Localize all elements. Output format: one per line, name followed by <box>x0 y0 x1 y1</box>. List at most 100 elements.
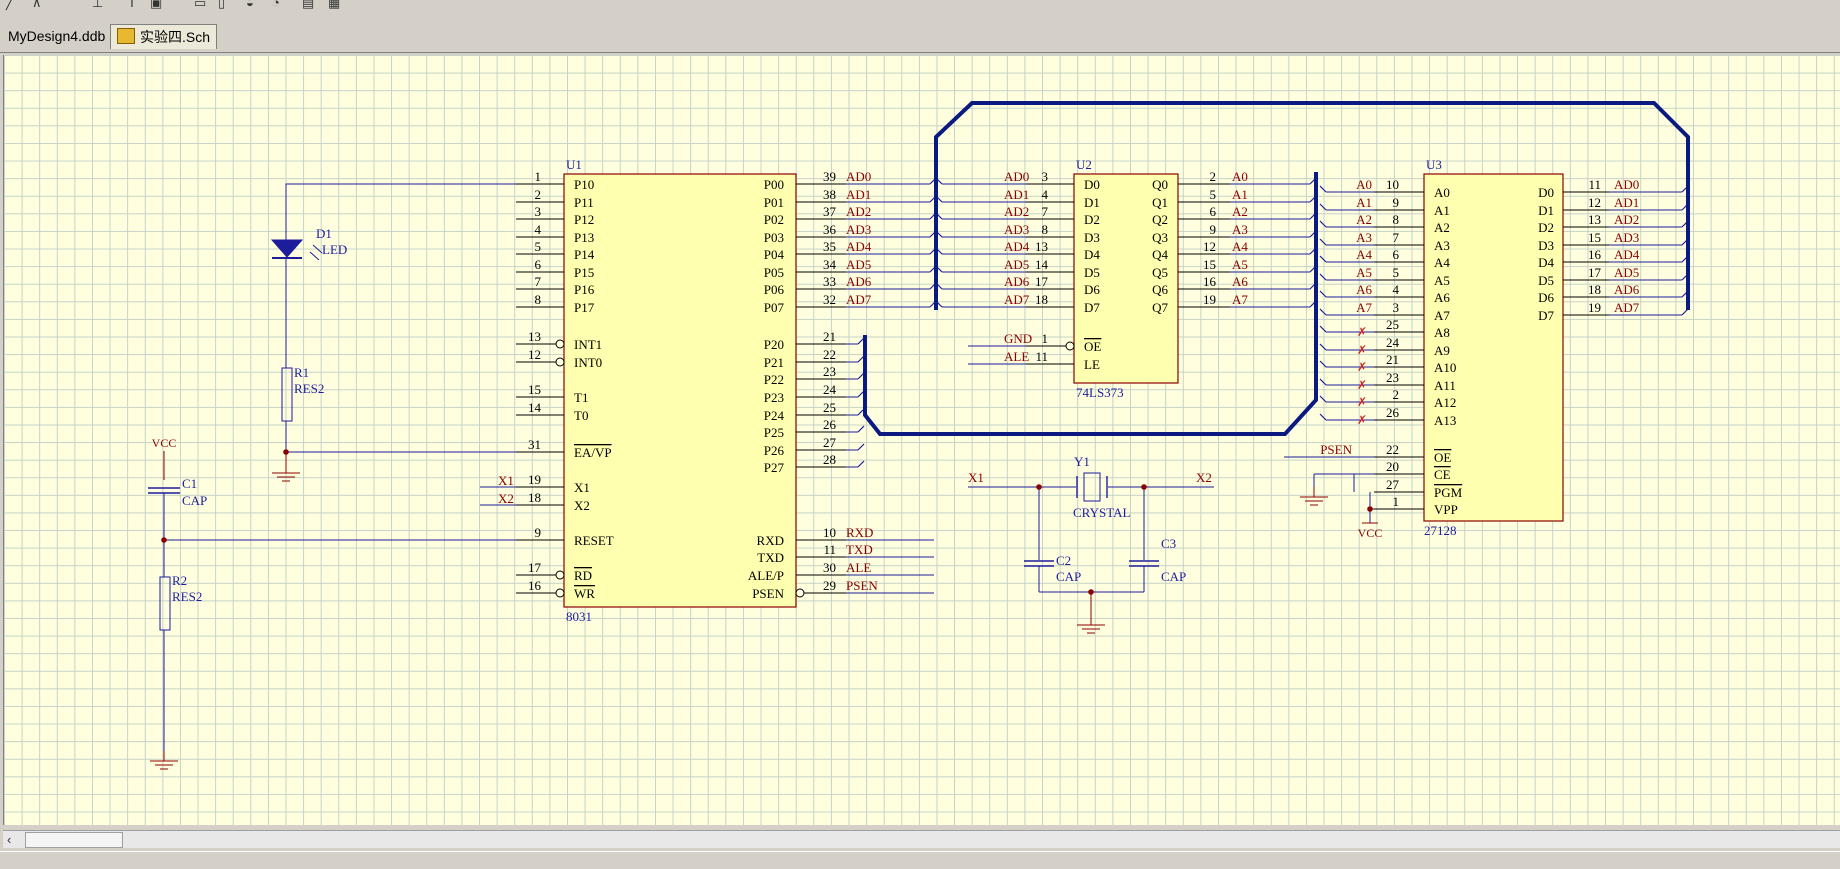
u3-pin-number: 18 <box>1588 282 1601 297</box>
tab-schematic[interactable]: 实验四.Sch <box>110 24 218 49</box>
u2-pin-number: 1 <box>1042 331 1049 346</box>
u2-pin-number: 17 <box>1035 274 1049 289</box>
net-label-icon[interactable]: ⊥ <box>92 0 104 10</box>
u1-pin-name: P10 <box>574 177 594 192</box>
c1-value: CAP <box>182 493 207 508</box>
u1-pin-number: 13 <box>528 329 541 344</box>
u2-net-label: AD6 <box>1004 274 1030 289</box>
u3-pin-number: 4 <box>1393 282 1400 297</box>
u1-pin-number: 2 <box>535 187 542 202</box>
bus-entry <box>1319 255 1327 263</box>
u3-pin-name: A0 <box>1434 185 1450 200</box>
u1-pin-number: 31 <box>528 437 541 452</box>
bus-entry <box>1319 273 1327 281</box>
u3-pin-name: A5 <box>1434 273 1450 288</box>
u2-pin-name: Q7 <box>1152 300 1168 315</box>
led-arrow <box>312 244 323 254</box>
bus-entry-icon[interactable]: ⌒ <box>62 0 76 10</box>
bus-entry <box>1319 203 1327 211</box>
no-erc-marker: ✗ <box>1357 395 1367 409</box>
u1-pin-name: T1 <box>574 390 588 405</box>
u2-pin-name: Q1 <box>1152 195 1168 210</box>
power-port-icon[interactable]: T <box>128 0 136 10</box>
u1-pin-number: 21 <box>823 329 836 344</box>
no-erc-marker: ✗ <box>1357 343 1367 357</box>
u3-pin-number: 7 <box>1393 230 1400 245</box>
r2-designator: R2 <box>172 573 187 588</box>
u1-pin-name: RD <box>574 568 592 583</box>
u1-pin-name: P01 <box>764 195 784 210</box>
u3-designator: U3 <box>1426 157 1442 172</box>
u1-pin-number: 35 <box>823 239 836 254</box>
u3-pin-number: 26 <box>1386 405 1400 420</box>
u1-designator: U1 <box>566 157 582 172</box>
u1-pin-name: P22 <box>764 372 784 387</box>
u3-pin-name: A11 <box>1434 378 1456 393</box>
u3-pin-name: D2 <box>1538 220 1554 235</box>
u2-pin-name: D0 <box>1084 177 1100 192</box>
u1-pin-name: ALE/P <box>748 568 784 583</box>
scroll-left-icon[interactable]: ‹ <box>7 832 12 847</box>
u1-net-label: AD0 <box>846 169 871 184</box>
u1-pin-name: P13 <box>574 230 594 245</box>
u1-pin-number: 26 <box>823 417 837 432</box>
u1-net-label: AD5 <box>846 257 871 272</box>
r1-designator: R1 <box>294 365 309 380</box>
u1-pin-name: X1 <box>574 480 590 495</box>
horizontal-scrollbar[interactable]: ‹ <box>3 830 1840 848</box>
u2-pin-name: D2 <box>1084 212 1100 227</box>
wire-tool-icon[interactable]: ╱ <box>6 0 14 10</box>
u1-pin-name: WR <box>574 586 595 601</box>
bus-entry <box>1319 395 1327 403</box>
u3-pin-number: 2 <box>1393 387 1400 402</box>
tab-mydesign4-ddb[interactable]: MyDesign4.ddb <box>2 24 111 48</box>
u1-pin-name: P23 <box>764 390 784 405</box>
status-bar <box>0 851 1840 869</box>
u2-pin-name: Q6 <box>1152 282 1168 297</box>
u3-body <box>1423 173 1564 522</box>
u3-pin-number: 6 <box>1393 247 1400 262</box>
scroll-thumb[interactable] <box>25 832 123 848</box>
u2-net-label: A0 <box>1232 169 1248 184</box>
junction-tool-icon[interactable]: ◔ <box>272 0 280 10</box>
u1-pin-name: P00 <box>764 177 784 192</box>
no-erc-icon[interactable]: ▤ <box>302 0 315 10</box>
pcb-layout-icon[interactable]: ▦ <box>328 0 341 10</box>
u1-pin-number: 28 <box>823 452 836 467</box>
sheet-symbol-icon[interactable]: ▭ <box>194 0 207 10</box>
u3-pin-number: 23 <box>1386 370 1399 385</box>
u1-pin-number: 29 <box>823 578 836 593</box>
d1-designator: D1 <box>316 226 332 241</box>
no-erc-marker: ✗ <box>1357 378 1367 392</box>
ad-bus <box>934 101 1690 310</box>
u2-pin-number: 3 <box>1042 169 1049 184</box>
u1-pin-name: P03 <box>764 230 784 245</box>
u2-pin-name: D7 <box>1084 300 1100 315</box>
part-tool-icon[interactable]: ▣ <box>150 0 163 10</box>
u2-pin-name: Q2 <box>1152 212 1168 227</box>
u1-pin-name: P15 <box>574 265 594 280</box>
sheet-entry-icon[interactable]: ▯ <box>218 0 226 10</box>
u2-pin-name: D3 <box>1084 230 1100 245</box>
junction-dot <box>161 537 167 543</box>
bus-entry <box>1319 325 1327 333</box>
bus-tool-icon[interactable]: ⊼ <box>32 0 42 10</box>
u2-pin-number: 9 <box>1210 222 1217 237</box>
u1-net-label: AD4 <box>846 239 872 254</box>
u1-pin-number: 34 <box>823 257 837 272</box>
u2-net-label: AD2 <box>1004 204 1029 219</box>
u1-pin-name: P06 <box>764 282 785 297</box>
u2-net-label: ALE <box>1004 349 1029 364</box>
u1-pin-name: EA/VP <box>574 445 612 460</box>
u2-net-label: A2 <box>1232 204 1248 219</box>
no-erc-marker: ✗ <box>1357 360 1367 374</box>
vcc-label: VCC <box>152 436 177 450</box>
u2-pin-name: OE <box>1084 339 1101 354</box>
port-tool-icon[interactable]: ◒ <box>246 0 254 10</box>
u3-pin-number: 24 <box>1386 335 1400 350</box>
u3-pin-name: A12 <box>1434 395 1456 410</box>
u1-pin-name: P21 <box>764 355 784 370</box>
u2-designator: U2 <box>1076 157 1092 172</box>
u2-pin-name: Q3 <box>1152 230 1168 245</box>
